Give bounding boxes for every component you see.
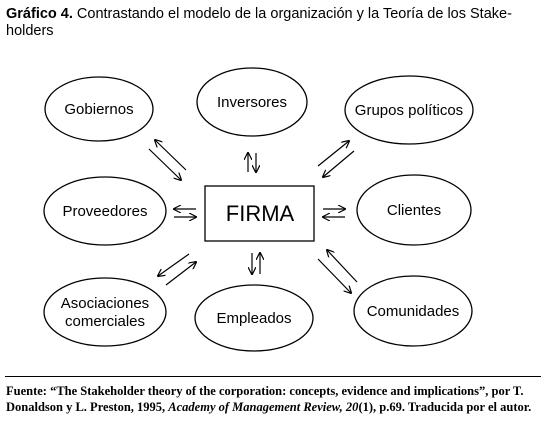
label-gobiernos: Gobiernos [64, 101, 133, 118]
source-journal: Academy of Management Review, 20 [168, 400, 359, 414]
figure-title: Contrastando el modelo de la organizació… [6, 6, 512, 39]
source-text-1: Fuente: “The Stakeholder theory of the c… [6, 384, 524, 414]
label-firma: FIRMA [226, 201, 295, 226]
node-clientes [356, 174, 472, 246]
firma-box [204, 185, 315, 242]
node-grupos-politicos [344, 75, 474, 145]
figure-label: Gráfico 4. [6, 6, 73, 22]
source-text-2: (1), p.69. Traducida por el autor. [358, 400, 532, 414]
node-gobiernos [44, 76, 154, 142]
node-proveedores [43, 176, 167, 246]
node-empleados [194, 284, 314, 352]
label-clientes: Clientes [387, 202, 441, 219]
source-note: Fuente: “The Stakeholder theory of the c… [6, 383, 542, 415]
label-proveedores: Proveedores [62, 203, 147, 220]
label-asociaciones-line1: Asociaciones [61, 295, 149, 312]
node-comunidades [353, 275, 473, 347]
label-inversores: Inversores [217, 94, 287, 111]
node-asociaciones [43, 277, 167, 347]
arrow-comunidades-to-firma [327, 250, 358, 283]
label-comunidades: Comunidades [367, 303, 460, 320]
label-grupos-politicos: Grupos políticos [355, 102, 463, 119]
figure-caption: Gráfico 4. Contrastando el modelo de la … [6, 6, 542, 40]
node-inversores [196, 67, 308, 137]
label-asociaciones-line2: comerciales [65, 313, 145, 330]
arrow-gobiernos-to-firma [148, 148, 181, 180]
label-empleados: Empleados [216, 310, 291, 327]
arrow-firma-to-asociaciones [158, 253, 190, 276]
stakeholder-diagram: Gobiernos Inversores Grupos políticos Pr… [43, 67, 474, 352]
arrow-firma-to-gobiernos [155, 140, 187, 171]
arrow-firma-to-grupos [317, 141, 349, 167]
arrow-grupos-to-firma [323, 150, 355, 177]
arrow-firma-to-comunidades [317, 258, 351, 293]
source-divider [5, 376, 541, 377]
arrow-asociaciones-to-firma [165, 262, 196, 286]
